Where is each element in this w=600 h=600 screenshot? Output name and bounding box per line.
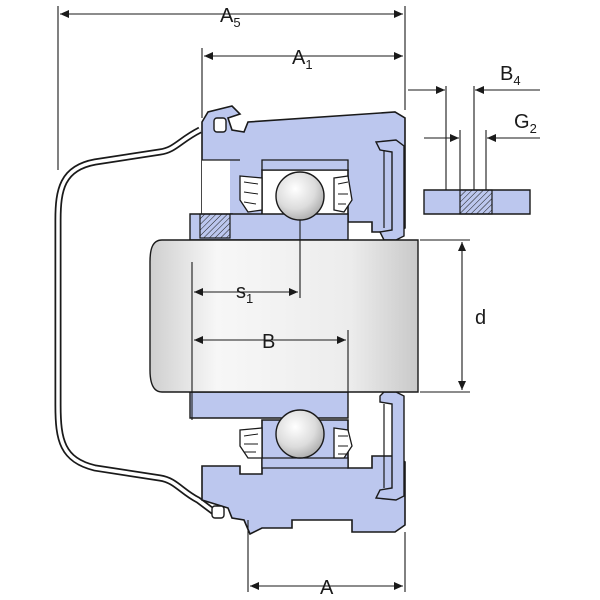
inner-ring-bottom — [189, 391, 349, 419]
label-a5: A5 — [220, 5, 241, 30]
outer-ring-top — [261, 159, 349, 171]
clip-notch-bottom — [211, 505, 225, 519]
end-cover-bottom — [374, 391, 405, 501]
label-a1: A1 — [292, 47, 313, 72]
label-g2: G2 — [514, 111, 537, 136]
ball-top — [275, 171, 325, 221]
dimension-lines — [57, 6, 540, 592]
housing-left-web-top — [202, 160, 230, 214]
shaft — [149, 239, 419, 393]
outer-ring-bottom — [261, 457, 349, 469]
label-b: B — [262, 331, 275, 353]
label-b4: B4 — [500, 63, 521, 88]
label-d: d — [475, 307, 486, 329]
ball-bottom — [275, 409, 325, 459]
clip-notch-top — [213, 117, 227, 133]
seal-left-top — [239, 175, 263, 213]
seal-left-bottom — [239, 427, 263, 459]
grub-screw-top — [199, 213, 231, 239]
label-s1: s1 — [236, 281, 253, 306]
side-plate-insert — [459, 189, 493, 215]
label-a: A — [320, 577, 334, 599]
